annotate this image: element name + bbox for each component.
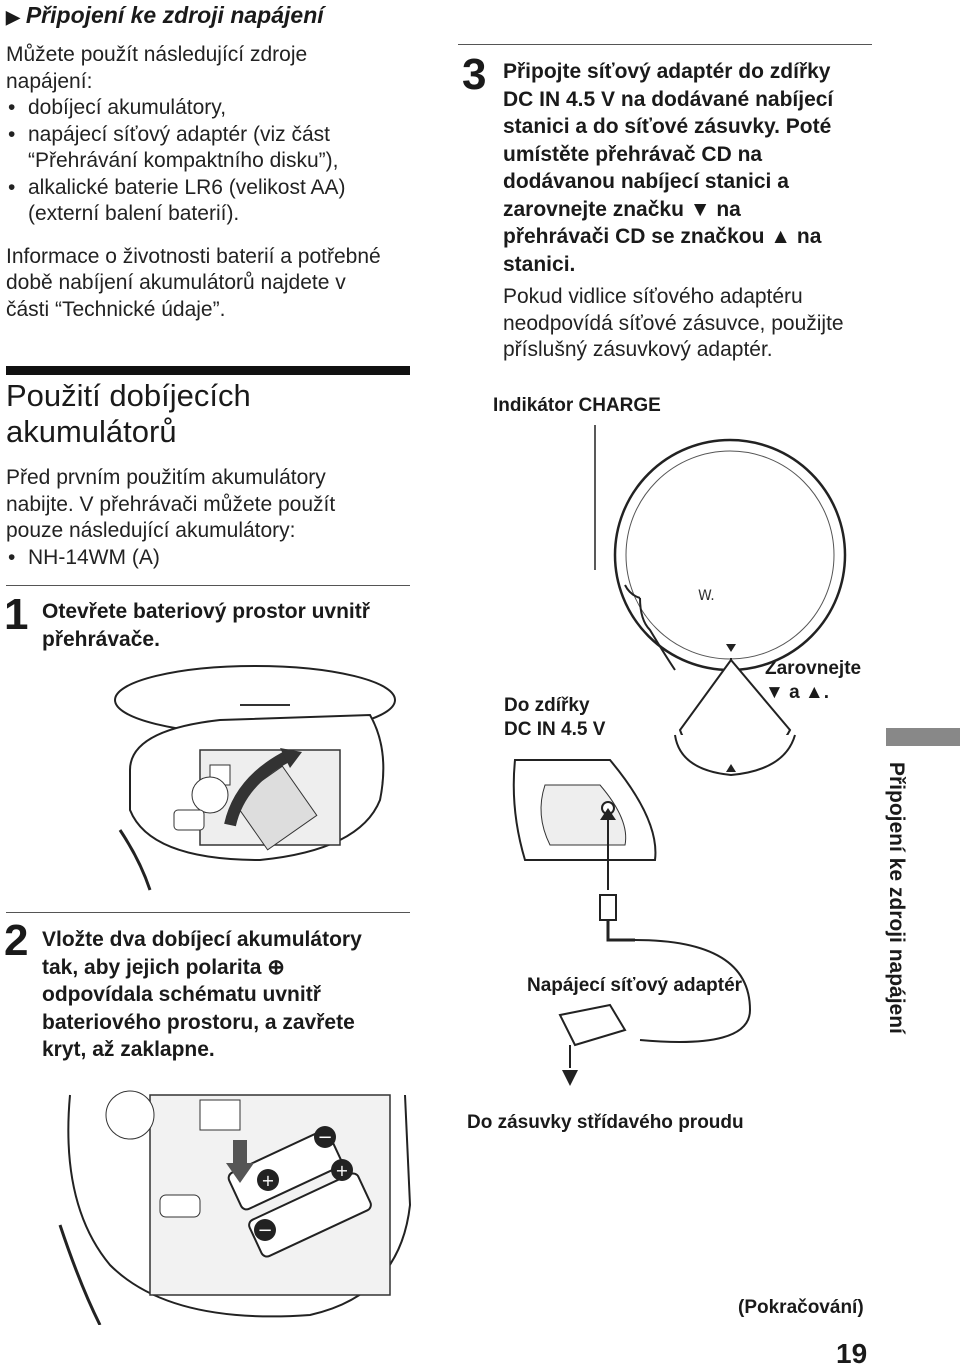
intro-bullet: alkalické baterie LR6 (velikost AA) [6,175,426,202]
side-tab-label: Připojení ke zdroji napájení [885,762,908,1034]
intro-note-line: Informace o životnosti baterií a potřebn… [6,244,381,268]
intro-lead-line: napájení: [6,69,93,93]
adapter-label: Napájecí síťový adaptér [527,975,743,996]
step1-number: 1 [4,590,29,639]
insert-batteries-illustration: − + + − [58,1090,412,1325]
step3-rule [458,44,872,45]
rechargeable-heading: Použití dobíjecích akumulátorů [6,378,251,449]
intro-note-line: části “Technické údaje”. [6,297,226,321]
align-label: Zarovnejte ▼ a ▲. [765,658,862,703]
step3-number: 3 [462,50,487,99]
section-header: ▶Připojení ke zdroji napájení [6,2,324,29]
svg-text:+: + [261,1171,274,1190]
step3-text: Připojte síťový adaptér do zdířky DC IN … [503,60,834,276]
outlet-label: Do zásuvky střídavého proudu [467,1112,744,1133]
continued-label: (Pokračování) [738,1297,864,1318]
intro-block: Můžete použít následující zdroje napájen… [6,42,426,323]
intro-note-line: době nabíjení akumulátorů najdete v [6,271,346,294]
play-arrow-icon: ▶ [6,7,20,27]
step1-rule [6,585,410,586]
rechargeable-text: Před prvním použitím akumulátory nabijte… [6,465,426,571]
svg-text:W.: W. [698,588,715,604]
intro-lead-line: Můžete použít následující zdroje [6,43,308,66]
section-divider [6,366,410,375]
section-title: Připojení ke zdroji napájení [25,2,324,28]
dc-in-label: Do zdířky DC IN 4.5 V [504,695,606,740]
svg-text:−: − [257,1220,272,1241]
step1-text: Otevřete bateriový prostor uvnitř přehrá… [42,600,370,651]
intro-bullet-cont: (externí balení baterií). [28,202,240,225]
intro-bullet-cont: “Přehrávání kompaktního disku”), [28,149,339,172]
intro-bullet: dobíjecí akumulátory, [6,95,426,122]
intro-bullet: napájecí síťový adaptér (viz část [6,122,426,149]
charge-indicator-label: Indikátor CHARGE [493,395,661,416]
svg-text:−: − [317,1127,332,1148]
step2-number: 2 [4,916,29,965]
svg-text:+: + [335,1161,348,1180]
page-number: 19 [836,1338,868,1367]
side-tab-marker [886,728,960,746]
charging-station-illustration: W. [512,425,847,1086]
step2-rule [6,912,410,913]
open-compartment-illustration [114,665,396,891]
step2-text: Vložte dva dobíjecí akumulátory tak, aby… [42,928,362,1061]
step3-note: Pokud vidlice síťového adaptéru neodpoví… [503,285,844,361]
